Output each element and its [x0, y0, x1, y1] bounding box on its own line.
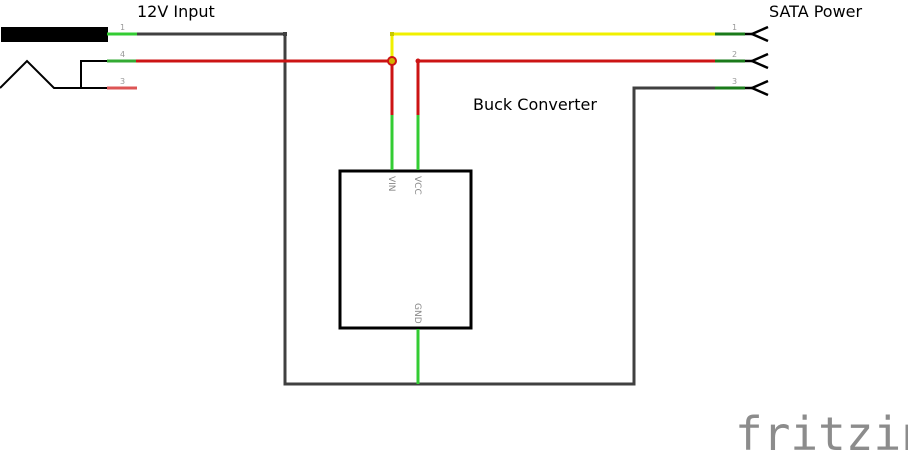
buck-converter[interactable]: VIN VCC GND	[338, 115, 473, 384]
power-wire[interactable]	[136, 59, 715, 115]
vin-label: VIN	[386, 176, 396, 192]
ground-wire[interactable]	[137, 32, 715, 386]
jack-pin-label: 1	[120, 23, 125, 32]
bend-point	[390, 32, 394, 36]
fritzing-logo: fritzing	[735, 407, 908, 460]
sata-pin-label: 2	[732, 50, 737, 59]
bend-point	[415, 58, 421, 64]
vcc-label: VCC	[412, 176, 422, 195]
junction-dot	[387, 56, 397, 66]
bend-point	[283, 32, 287, 36]
power-jack-label: 12V Input	[137, 2, 215, 21]
gnd-label: GND	[412, 303, 422, 324]
sata-connector[interactable]: 1 2 3	[715, 23, 769, 97]
sata-pin-label: 3	[732, 77, 737, 86]
sata-label: SATA Power	[769, 2, 863, 21]
jack-pin-label: 4	[120, 50, 125, 59]
jack-pin-label: 3	[120, 77, 125, 86]
yellow-wire[interactable]	[390, 32, 715, 61]
sata-pin-label: 1	[732, 23, 737, 32]
power-jack[interactable]: 1 4 3	[0, 23, 137, 90]
buck-converter-label: Buck Converter	[473, 95, 597, 114]
